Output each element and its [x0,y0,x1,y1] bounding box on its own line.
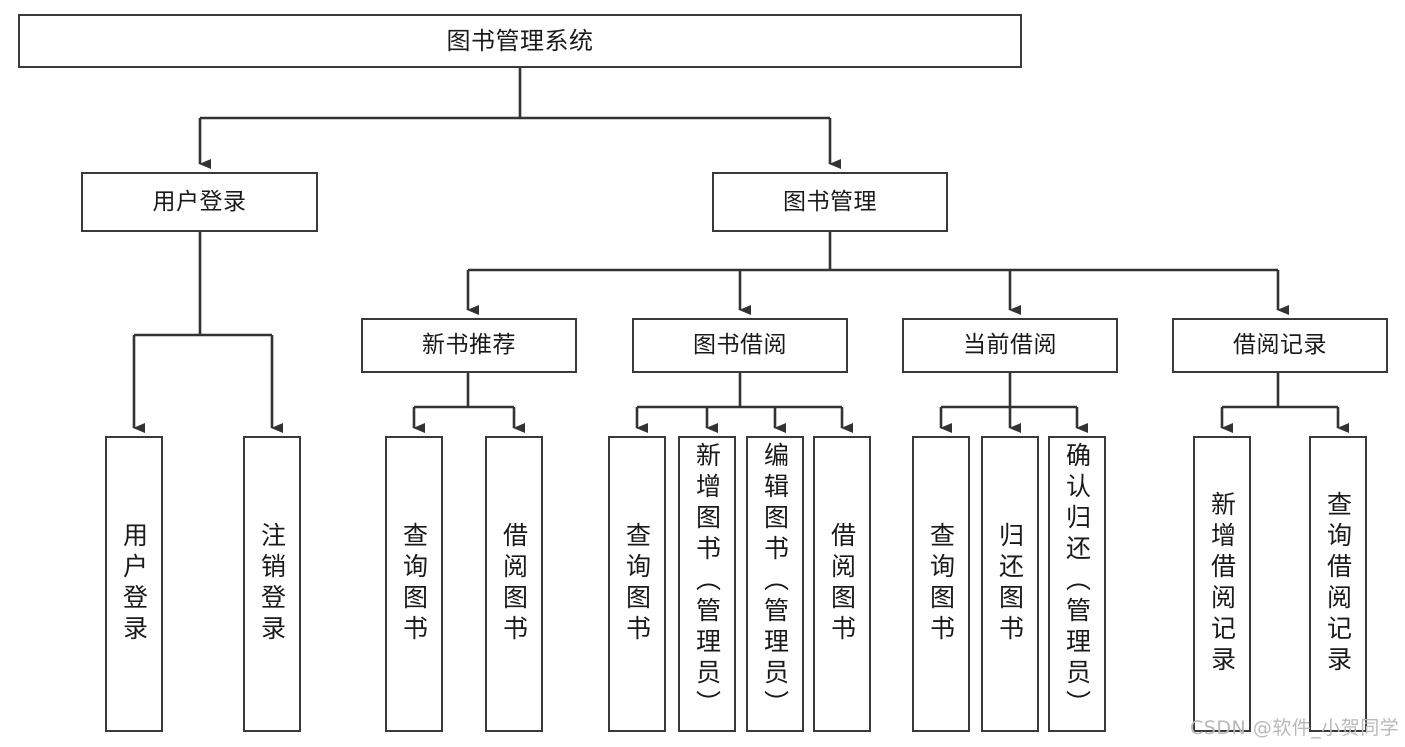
node-current-borrow[interactable]: 当前借阅 [902,318,1118,373]
leaf-label: 注销登录 [257,522,287,646]
node-current-borrow-label: 当前借阅 [963,332,1057,358]
leaf-user-login-logout[interactable]: 注销登录 [243,436,301,732]
leaf-label: 查询图书 [399,522,429,646]
node-borrow-record[interactable]: 借阅记录 [1172,318,1388,373]
leaf-label: 确认归还（管理员） [1062,442,1092,721]
leaf-current-borrow-return[interactable]: 归还图书 [981,436,1039,732]
leaf-label: 新增借阅记录 [1207,491,1237,677]
node-book-borrow-label: 图书借阅 [693,332,787,358]
leaf-label: 借阅图书 [499,522,529,646]
leaf-label: 借阅图书 [827,522,857,646]
leaf-label: 用户登录 [119,522,149,646]
node-borrow-record-label: 借阅记录 [1233,332,1327,358]
leaf-borrow-record-add[interactable]: 新增借阅记录 [1193,436,1251,732]
leaf-new-book-borrow[interactable]: 借阅图书 [485,436,543,732]
node-book-manage[interactable]: 图书管理 [712,172,948,232]
watermark-text: CSDN @软件_小贺同学 [1190,717,1400,739]
node-new-book-recommend-label: 新书推荐 [422,332,516,358]
leaf-label: 归还图书 [995,522,1025,646]
leaf-label: 查询图书 [926,522,956,646]
node-user-login[interactable]: 用户登录 [81,172,318,232]
leaf-borrow-record-query[interactable]: 查询借阅记录 [1309,436,1367,732]
leaf-current-borrow-query[interactable]: 查询图书 [912,436,970,732]
leaf-book-borrow-edit[interactable]: 编辑图书（管理员） [746,436,804,732]
node-book-borrow[interactable]: 图书借阅 [632,318,848,373]
leaf-book-borrow-add[interactable]: 新增图书（管理员） [678,436,736,732]
leaf-new-book-query[interactable]: 查询图书 [385,436,443,732]
leaf-label: 查询图书 [622,522,652,646]
leaf-book-borrow-borrow[interactable]: 借阅图书 [813,436,871,732]
node-book-manage-label: 图书管理 [783,188,877,215]
leaf-label: 查询借阅记录 [1323,491,1353,677]
leaf-current-borrow-confirm[interactable]: 确认归还（管理员） [1048,436,1106,732]
leaf-label: 新增图书（管理员） [692,442,722,721]
node-user-login-label: 用户登录 [152,188,247,215]
node-root[interactable]: 图书管理系统 [18,14,1022,68]
leaf-label: 编辑图书（管理员） [760,442,790,721]
node-root-label: 图书管理系统 [446,27,594,55]
leaf-user-login-login[interactable]: 用户登录 [105,436,163,732]
leaf-book-borrow-query[interactable]: 查询图书 [608,436,666,732]
node-new-book-recommend[interactable]: 新书推荐 [361,318,577,373]
